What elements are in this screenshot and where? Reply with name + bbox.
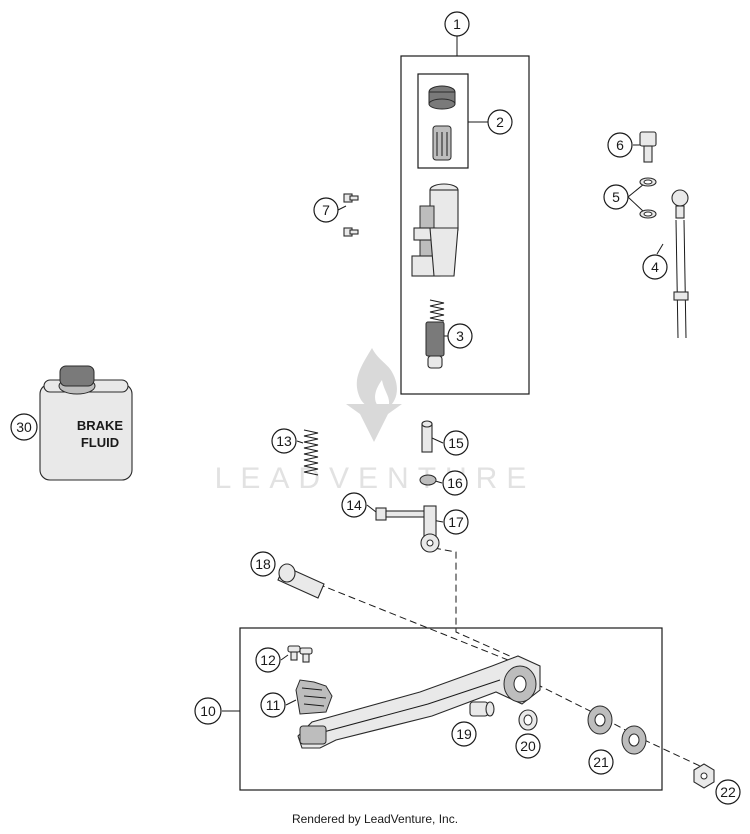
- callout-5: 5: [603, 184, 629, 210]
- stop-part-19: [469, 701, 495, 717]
- callout-7: 7: [313, 197, 339, 223]
- callout-15: 15: [443, 430, 469, 456]
- svg-text:13: 13: [276, 433, 292, 449]
- can-label-line2: FLUID: [81, 435, 119, 450]
- bearing-part-21: [587, 705, 647, 755]
- callout-18: 18: [250, 551, 276, 577]
- svg-text:1: 1: [453, 16, 461, 32]
- svg-text:4: 4: [651, 259, 659, 275]
- watermark-logo: LEADVENTURE: [215, 348, 536, 495]
- svg-text:19: 19: [456, 726, 472, 742]
- banjo-bolt-part: [639, 131, 657, 163]
- svg-text:7: 7: [322, 202, 330, 218]
- return-spring-part: [303, 429, 319, 476]
- brake-fluid-can: BRAKE FLUID: [39, 365, 133, 481]
- assembly-box-10: [239, 627, 663, 791]
- svg-text:21: 21: [593, 754, 609, 770]
- pushrod-part-15: [421, 420, 433, 453]
- svg-text:20: 20: [520, 738, 536, 754]
- svg-text:12: 12: [260, 652, 276, 668]
- nut-part-16: [419, 474, 437, 486]
- callout-3: 3: [447, 323, 473, 349]
- assembly-box-2: [417, 73, 469, 169]
- clevis-part-17: [420, 505, 440, 553]
- svg-text:10: 10: [200, 703, 216, 719]
- callout-10: 10: [194, 697, 222, 725]
- svg-text:5: 5: [612, 189, 620, 205]
- callout-22: 22: [715, 779, 741, 805]
- svg-text:15: 15: [448, 435, 464, 451]
- svg-text:14: 14: [346, 497, 362, 513]
- screw-part-7: [343, 193, 359, 237]
- callout-19: 19: [451, 721, 477, 747]
- svg-text:6: 6: [616, 137, 624, 153]
- svg-text:18: 18: [255, 556, 271, 572]
- assembly-box-1: [400, 55, 530, 395]
- can-label-line1: BRAKE: [77, 418, 124, 433]
- callout-20: 20: [515, 733, 541, 759]
- brake-line-part: [671, 189, 689, 339]
- callout-14: 14: [341, 492, 367, 518]
- callout-11: 11: [260, 692, 286, 718]
- callout-13: 13: [271, 428, 297, 454]
- watermark-text: LEADVENTURE: [215, 462, 536, 495]
- nut-part-22: [693, 763, 715, 789]
- callout-16: 16: [442, 470, 468, 496]
- callout-17: 17: [443, 509, 469, 535]
- callout-6: 6: [607, 132, 633, 158]
- step-plate-part: [295, 679, 333, 715]
- callout-12: 12: [255, 647, 281, 673]
- master-cylinder-body: [411, 183, 459, 277]
- callout-2: 2: [487, 109, 513, 135]
- credit-text: Rendered by LeadVenture, Inc.: [291, 812, 459, 826]
- svg-text:22: 22: [720, 784, 736, 800]
- callout-21: 21: [588, 749, 614, 775]
- sealing-rings-part: [639, 177, 657, 219]
- pin-part-18: [277, 563, 325, 599]
- piston-spring-part: [425, 299, 445, 369]
- screw-part-12: [287, 645, 313, 663]
- callout-4: 4: [642, 254, 668, 280]
- svg-text:11: 11: [266, 697, 281, 713]
- brake-pedal-arm: [297, 655, 541, 749]
- svg-text:17: 17: [448, 514, 464, 530]
- callout-30: 30: [10, 413, 38, 441]
- svg-text:30: 30: [16, 419, 32, 435]
- bolt-part-14: [375, 507, 427, 521]
- nut-part-20: [518, 709, 538, 731]
- svg-text:3: 3: [456, 328, 464, 344]
- svg-text:2: 2: [496, 114, 504, 130]
- svg-text:16: 16: [447, 475, 463, 491]
- reservoir-cap-part: [428, 85, 456, 161]
- callout-1: 1: [444, 11, 470, 37]
